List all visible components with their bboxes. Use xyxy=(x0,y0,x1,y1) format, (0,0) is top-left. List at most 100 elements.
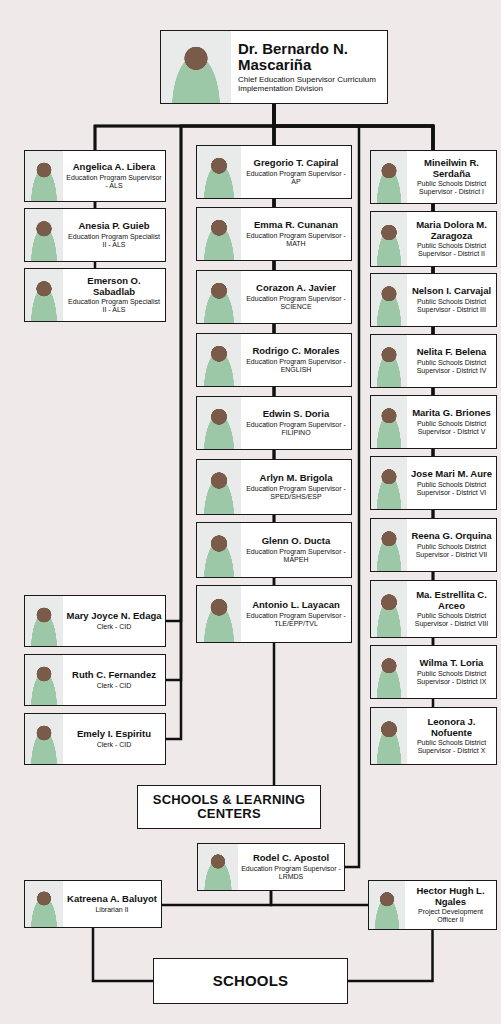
text-area: Jose Mari M. AurePublic Schools District… xyxy=(407,467,496,498)
text-area: Marita G. BrionesPublic Schools District… xyxy=(407,406,496,437)
photo xyxy=(197,334,241,386)
photo xyxy=(371,396,407,448)
name-label: Anesia P. Guieb xyxy=(66,221,162,231)
text-area: Emma R. CunananEducation Program Supervi… xyxy=(241,218,351,249)
text-area: Glenn O. DuctaEducation Program Supervis… xyxy=(241,534,351,565)
photo xyxy=(371,581,407,637)
name-label: Emely I. Espiritu xyxy=(66,729,162,739)
position-label: Clerk - CID xyxy=(66,741,162,749)
photo xyxy=(161,31,231,103)
name-label: Mineilwin R. Serdaña xyxy=(410,158,493,179)
photo xyxy=(25,881,63,927)
name-label: Rodrigo C. Morales xyxy=(244,346,348,356)
staff-box: Nelita F. BelenaPublic Schools District … xyxy=(370,334,497,388)
name-label: Wilma T. Loria xyxy=(410,658,493,668)
name-label: Emma R. Cunanan xyxy=(244,220,348,230)
text-area: Ma. Estrellita C. ArceoPublic Schools Di… xyxy=(407,588,496,630)
photo xyxy=(25,151,63,201)
name-label: Dr. Bernardo N. Mascariña xyxy=(238,41,384,74)
name-label: Jose Mari M. Aure xyxy=(410,469,493,479)
position-label: Librarian II xyxy=(66,906,158,914)
position-label: Education Program Supervisor - ALS xyxy=(66,174,162,190)
photo xyxy=(371,212,407,266)
name-label: Gregorio T. Capiral xyxy=(244,158,348,168)
text-area: Leonora J. NofuentePublic Schools Distri… xyxy=(407,715,496,757)
text-area: Hector Hugh L. NgalesProject Development… xyxy=(405,884,496,926)
position-label: Clerk - CID xyxy=(66,682,162,690)
position-label: Education Program Supervisor - LRMDS xyxy=(241,865,341,881)
text-area: Nelita F. BelenaPublic Schools District … xyxy=(407,345,496,376)
staff-box: Gregorio T. CapiralEducation Program Sup… xyxy=(196,145,352,199)
staff-box: Katreena A. BaluyotLibrarian II xyxy=(24,880,162,928)
position-label: Education Program Specialist II - ALS xyxy=(66,233,162,249)
text-area: Maria Dolora M. ZaragozaPublic Schools D… xyxy=(407,218,496,260)
position-label: Public Schools District Supervisor - Dis… xyxy=(410,612,493,628)
name-label: Edwin S. Doria xyxy=(244,409,348,419)
text-area: Nelson I. CarvajalPublic Schools Distric… xyxy=(407,284,496,315)
photo xyxy=(25,209,63,261)
text-area: Rodrigo C. MoralesEducation Program Supe… xyxy=(241,344,351,375)
name-label: Marita G. Briones xyxy=(410,408,493,418)
position-label: Clerk - CID xyxy=(66,623,162,631)
text-area: Reena G. OrquinaPublic Schools District … xyxy=(407,529,496,560)
text-area: Angelica A. LiberaEducation Program Supe… xyxy=(63,160,165,191)
text-area: SCHOOLS xyxy=(154,971,347,992)
photo xyxy=(197,271,241,323)
staff-box: Rodel C. ApostolEducation Program Superv… xyxy=(197,843,345,891)
photo xyxy=(197,146,241,198)
staff-box: Wilma T. LoriaPublic Schools District Su… xyxy=(370,645,497,699)
staff-box: Glenn O. DuctaEducation Program Supervis… xyxy=(196,522,352,578)
text-area: Katreena A. BaluyotLibrarian II xyxy=(63,892,161,915)
text-area: Rodel C. ApostolEducation Program Superv… xyxy=(238,851,344,882)
staff-box: Ruth C. FernandezClerk - CID xyxy=(24,654,166,706)
position-label: Education Program Specialist II - ALS xyxy=(66,298,162,314)
photo xyxy=(25,596,63,646)
photo xyxy=(371,708,407,764)
name-label: Ruth C. Fernandez xyxy=(66,670,162,680)
photo xyxy=(197,586,241,642)
photo xyxy=(197,523,241,577)
connector xyxy=(348,930,433,981)
position-label: Education Program Supervisor - SCIENCE xyxy=(244,295,348,311)
text-area: Wilma T. LoriaPublic Schools District Su… xyxy=(407,656,496,687)
position-label: Public Schools District Supervisor - Dis… xyxy=(410,180,493,196)
staff-box: Nelson I. CarvajalPublic Schools Distric… xyxy=(370,273,497,327)
staff-box: Leonora J. NofuentePublic Schools Distri… xyxy=(370,707,497,765)
text-area: Emely I. EspirituClerk - CID xyxy=(63,727,165,750)
staff-box: Jose Mari M. AurePublic Schools District… xyxy=(370,456,497,510)
text-area: Dr. Bernardo N. MascariñaChief Education… xyxy=(231,39,387,96)
staff-box: Maria Dolora M. ZaragozaPublic Schools D… xyxy=(370,211,497,267)
photo xyxy=(369,881,405,929)
name-label: Nelson I. Carvajal xyxy=(410,286,493,296)
name-label: Corazon A. Javier xyxy=(244,283,348,293)
position-label: Public Schools District Supervisor - Dis… xyxy=(410,670,493,686)
photo xyxy=(197,460,241,514)
position-label: Public Schools District Supervisor - Dis… xyxy=(410,481,493,497)
photo xyxy=(197,208,241,260)
position-label: Public Schools District Supervisor - Dis… xyxy=(410,420,493,436)
name-label: SCHOOLS xyxy=(157,973,344,990)
name-label: Nelita F. Belena xyxy=(410,347,493,357)
staff-box: Antonio L. LayacanEducation Program Supe… xyxy=(196,585,352,643)
photo xyxy=(371,151,407,203)
staff-box: Emely I. EspirituClerk - CID xyxy=(24,713,166,765)
position-label: Public Schools District Supervisor - Dis… xyxy=(410,298,493,314)
staff-box: Rodrigo C. MoralesEducation Program Supe… xyxy=(196,333,352,387)
unit-box: SCHOOLS xyxy=(153,958,348,1004)
staff-box: Edwin S. DoriaEducation Program Supervis… xyxy=(196,396,352,450)
staff-box: Anesia P. GuiebEducation Program Special… xyxy=(24,208,166,262)
name-label: Reena G. Orquina xyxy=(410,531,493,541)
photo xyxy=(197,397,241,449)
staff-box: Hector Hugh L. NgalesProject Development… xyxy=(368,880,497,930)
position-label: Education Program Supervisor - AP xyxy=(244,170,348,186)
text-area: Ruth C. FernandezClerk - CID xyxy=(63,668,165,691)
position-label: Education Program Supervisor - FILIPINO xyxy=(244,421,348,437)
staff-box: Mary Joyce N. EdagaClerk - CID xyxy=(24,595,166,647)
photo xyxy=(371,335,407,387)
staff-box: Dr. Bernardo N. MascariñaChief Education… xyxy=(160,30,388,104)
name-label: Ma. Estrellita C. Arceo xyxy=(410,590,493,611)
position-label: Chief Education Supervisor Curriculum Im… xyxy=(238,76,384,94)
position-label: Public Schools District Supervisor - Dis… xyxy=(410,543,493,559)
name-label: Maria Dolora M. Zaragoza xyxy=(410,220,493,241)
